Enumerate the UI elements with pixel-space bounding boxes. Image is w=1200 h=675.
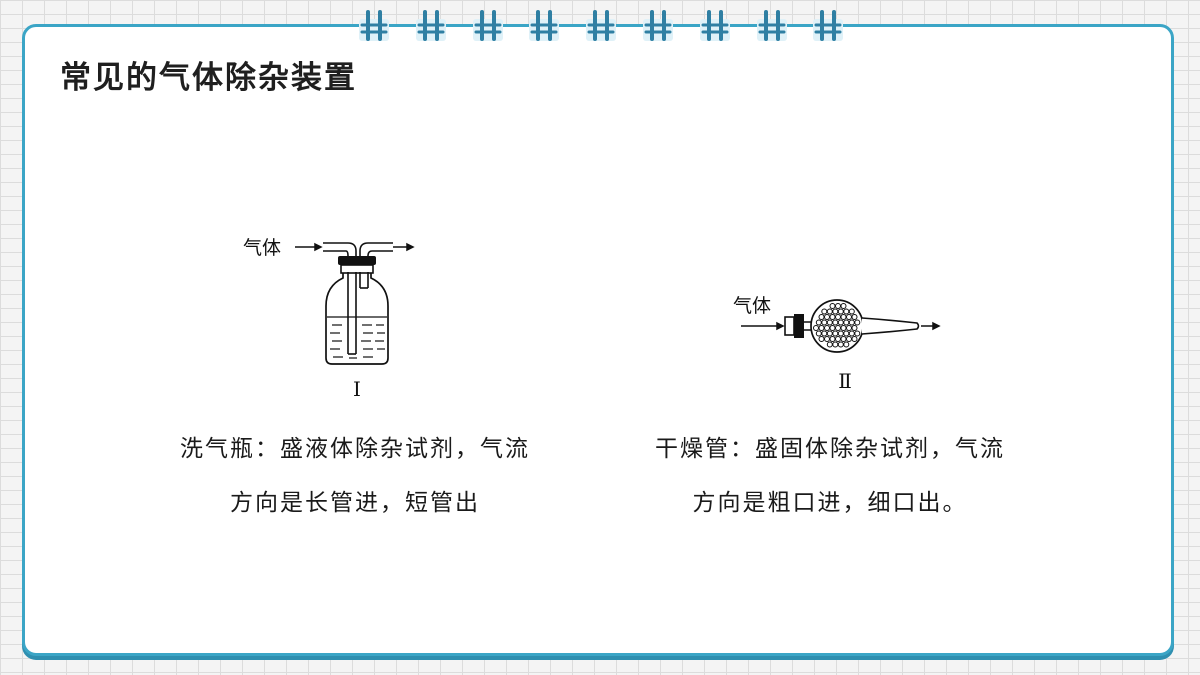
binder-ring-icon (472, 10, 504, 42)
drying-tube-diagram: 气体 Ⅱ (733, 295, 941, 393)
binder-rings (0, 0, 1200, 50)
granule (848, 330, 855, 337)
granule (826, 341, 833, 348)
granule (818, 314, 825, 320)
binder-ring-icon (585, 10, 617, 42)
binder-ring-icon (642, 10, 674, 42)
granule (843, 330, 850, 337)
granule (835, 336, 841, 342)
binder-ring-icon (812, 10, 844, 42)
granule (829, 314, 836, 320)
granule (832, 341, 839, 348)
drying-tube-stem (861, 317, 920, 335)
granule (843, 308, 850, 315)
granule (826, 319, 833, 326)
granule (824, 314, 830, 320)
granule (829, 325, 836, 331)
granule (851, 314, 858, 320)
gas-outlet-arrow (921, 321, 941, 331)
bottle-body (325, 273, 389, 365)
washing-liquid (327, 316, 387, 359)
granule (843, 319, 850, 326)
granule (851, 325, 858, 331)
short-outlet-tube (359, 242, 393, 289)
binder-ring-icon (415, 10, 447, 42)
caption-line: 方向是粗口进，细口出。 (692, 490, 968, 516)
granule (837, 330, 844, 337)
figure-numeral-ii: Ⅱ (838, 369, 852, 393)
granule (846, 325, 852, 331)
binder-ring-icon (528, 10, 560, 42)
caption-gas-washing-bottle: 洗气瓶：盛液体除杂试剂，气流 方向是长管进，短管出 (130, 422, 580, 530)
granule (835, 303, 841, 309)
granule (826, 308, 833, 315)
granule (846, 336, 852, 342)
gas-outlet-arrow (393, 242, 415, 252)
granule (840, 314, 847, 320)
granule (818, 336, 825, 342)
caption-line: 方向是长管进，短管出 (230, 490, 480, 516)
granule (854, 330, 861, 337)
drying-agent-granules (813, 303, 861, 348)
granule (829, 303, 836, 309)
slide-title: 常见的气体除杂装置 (60, 60, 357, 96)
granule (832, 319, 839, 326)
granule (837, 341, 844, 348)
rubber-stopper (338, 256, 376, 274)
caption-line: 洗气瓶：盛液体除杂试剂，气流 (180, 436, 530, 462)
binder-ring-icon (699, 10, 731, 42)
caption-line: 干燥管：盛固体除杂试剂，气流 (655, 436, 1005, 462)
gas-inlet-label: 气体 (243, 237, 281, 259)
granule (829, 336, 836, 342)
granule (832, 308, 839, 315)
granule (832, 330, 839, 337)
gas-inlet-arrow (295, 242, 323, 252)
granule (848, 319, 855, 326)
granule (840, 325, 847, 331)
granule (851, 336, 858, 342)
granule (824, 325, 830, 331)
granule (815, 319, 822, 326)
binder-ring-icon (756, 10, 788, 42)
gas-inlet-arrow (741, 321, 785, 331)
granule (821, 308, 828, 315)
granule (821, 319, 828, 326)
long-inlet-tube (323, 242, 357, 355)
granule (848, 308, 855, 315)
granule (815, 330, 822, 337)
granule (854, 319, 861, 326)
slide-card (22, 24, 1174, 656)
caption-drying-tube: 干燥管：盛固体除杂试剂，气流 方向是粗口进，细口出。 (605, 422, 1055, 530)
granule (826, 330, 833, 337)
inlet-stopper (784, 314, 813, 338)
granule (813, 325, 819, 331)
gas-washing-bottle-diagram: 气体 Ⅰ (243, 237, 415, 401)
granule (837, 308, 844, 315)
granule (824, 336, 830, 342)
granule (843, 341, 850, 348)
binder-ring-icon (358, 10, 390, 42)
figure-numeral-i: Ⅰ (353, 377, 361, 401)
granule (840, 336, 847, 342)
granule (835, 314, 841, 320)
granule (818, 325, 825, 331)
granule (821, 330, 828, 337)
granule (846, 314, 852, 320)
gas-inlet-label: 气体 (733, 295, 771, 317)
granule (837, 319, 844, 326)
granule (835, 325, 841, 331)
granule (840, 303, 847, 309)
